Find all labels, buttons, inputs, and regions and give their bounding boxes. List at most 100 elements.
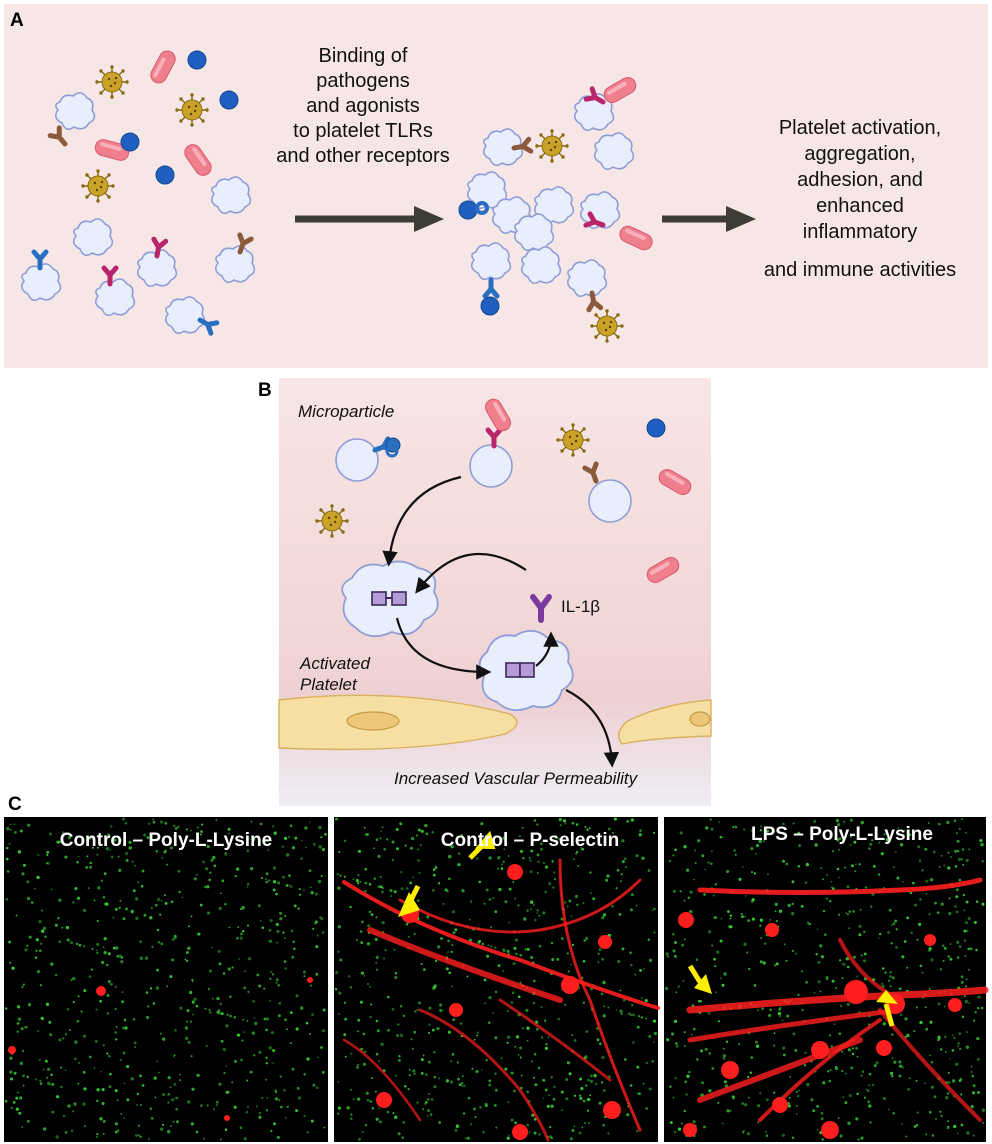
green-cell-dot [924, 1006, 927, 1009]
green-cell-dot [414, 1010, 417, 1013]
green-cell-dot [417, 859, 420, 862]
green-cell-dot [215, 819, 218, 821]
green-cell-dot [337, 1112, 340, 1115]
green-cell-dot [492, 897, 495, 899]
green-cell-dot [171, 958, 175, 962]
green-cell-dot [265, 1078, 268, 1081]
green-cell-dot [152, 820, 156, 824]
green-cell-dot [74, 1040, 78, 1044]
green-cell-dot [704, 868, 707, 871]
green-cell-dot [164, 894, 167, 897]
green-cell-dot [268, 1046, 272, 1050]
green-cell-dot [918, 859, 922, 862]
green-cell-dot [835, 819, 840, 823]
green-cell-dot [106, 1052, 109, 1055]
green-cell-dot [972, 1019, 976, 1022]
green-cell-dot [195, 873, 198, 876]
green-cell-dot [189, 990, 193, 995]
green-cell-dot [13, 823, 16, 826]
green-cell-dot [964, 999, 968, 1004]
green-cell-dot [877, 873, 881, 876]
green-cell-dot [417, 1001, 422, 1005]
green-cell-dot [255, 1105, 258, 1108]
green-cell-dot [450, 1060, 452, 1063]
green-cell-dot [573, 1094, 577, 1098]
green-cell-dot [919, 964, 923, 968]
green-cell-dot [268, 939, 273, 943]
green-cell-dot [544, 1088, 548, 1092]
green-cell-dot [653, 1031, 658, 1036]
green-cell-dot [34, 956, 38, 959]
green-cell-dot [422, 1108, 425, 1111]
green-cell-dot [464, 1137, 467, 1140]
green-cell-dot [395, 847, 399, 851]
green-cell-dot [11, 966, 15, 970]
green-cell-dot [755, 843, 760, 848]
green-cell-dot [426, 915, 430, 919]
green-cell-dot [318, 825, 322, 830]
green-cell-dot [64, 855, 68, 859]
green-cell-dot [144, 956, 149, 960]
green-cell-dot [485, 1104, 488, 1108]
green-cell-dot [261, 926, 265, 930]
green-cell-dot [348, 975, 351, 978]
green-cell-dot [481, 942, 485, 946]
green-cell-dot [714, 991, 718, 994]
green-cell-dot [762, 840, 765, 843]
green-cell-dot [120, 1112, 123, 1115]
green-cell-dot [269, 977, 272, 980]
green-cell-dot [843, 820, 846, 823]
green-cell-dot [829, 1069, 832, 1071]
green-cell-dot [39, 984, 42, 987]
green-cell-dot [55, 1135, 59, 1139]
green-cell-dot [72, 1000, 75, 1004]
green-cell-dot [626, 819, 630, 823]
green-cell-dot [195, 1130, 199, 1134]
green-cell-dot [174, 826, 178, 830]
green-cell-dot [275, 892, 278, 896]
green-cell-dot [909, 891, 913, 895]
green-cell-dot [78, 1061, 80, 1064]
yellow-arrows [687, 964, 898, 1027]
green-cell-dot [143, 913, 147, 917]
green-cell-dot [683, 845, 687, 849]
green-cell-dot [490, 945, 493, 948]
green-cell-dot [635, 854, 639, 858]
green-cell-dot [621, 947, 625, 951]
green-cell-dot [397, 1023, 400, 1026]
green-cell-dot [814, 843, 818, 847]
green-cell-dot [977, 1091, 980, 1094]
green-cell-dot [849, 818, 853, 822]
green-cell-dot [74, 886, 78, 891]
green-cell-dot [231, 966, 234, 969]
green-cell-dot [386, 995, 390, 999]
green-cell-dot [226, 1013, 229, 1016]
green-cell-dot [175, 1107, 179, 1111]
green-cell-dot [190, 915, 193, 918]
green-cell-dot [251, 1031, 256, 1035]
green-cell-dot [965, 858, 969, 863]
green-cell-dot [954, 905, 957, 908]
green-cell-dot [152, 818, 155, 821]
green-cell-dot [747, 1096, 750, 1099]
green-cell-dot [852, 909, 855, 913]
green-cell-dot [26, 880, 30, 884]
green-cell-dot [360, 941, 364, 945]
green-cell-dot [387, 1028, 390, 1032]
green-cell-dot [120, 960, 124, 964]
green-cell-dot [454, 928, 458, 932]
green-cell-dot [375, 838, 379, 842]
green-cell-dot [293, 904, 297, 908]
green-cell-dot [346, 1106, 350, 1110]
green-cell-dot [288, 874, 291, 877]
green-cell-dot [934, 1117, 938, 1120]
green-cell-dot [523, 917, 527, 921]
green-cell-dot [300, 857, 303, 860]
green-cell-dot [812, 1109, 816, 1113]
green-cell-dot [963, 929, 967, 933]
green-cell-dot [870, 905, 873, 908]
green-cell-dot [781, 1133, 785, 1137]
green-cell-dot [447, 1030, 451, 1034]
green-cell-dot [217, 949, 221, 953]
green-cell-dot [133, 1041, 137, 1045]
